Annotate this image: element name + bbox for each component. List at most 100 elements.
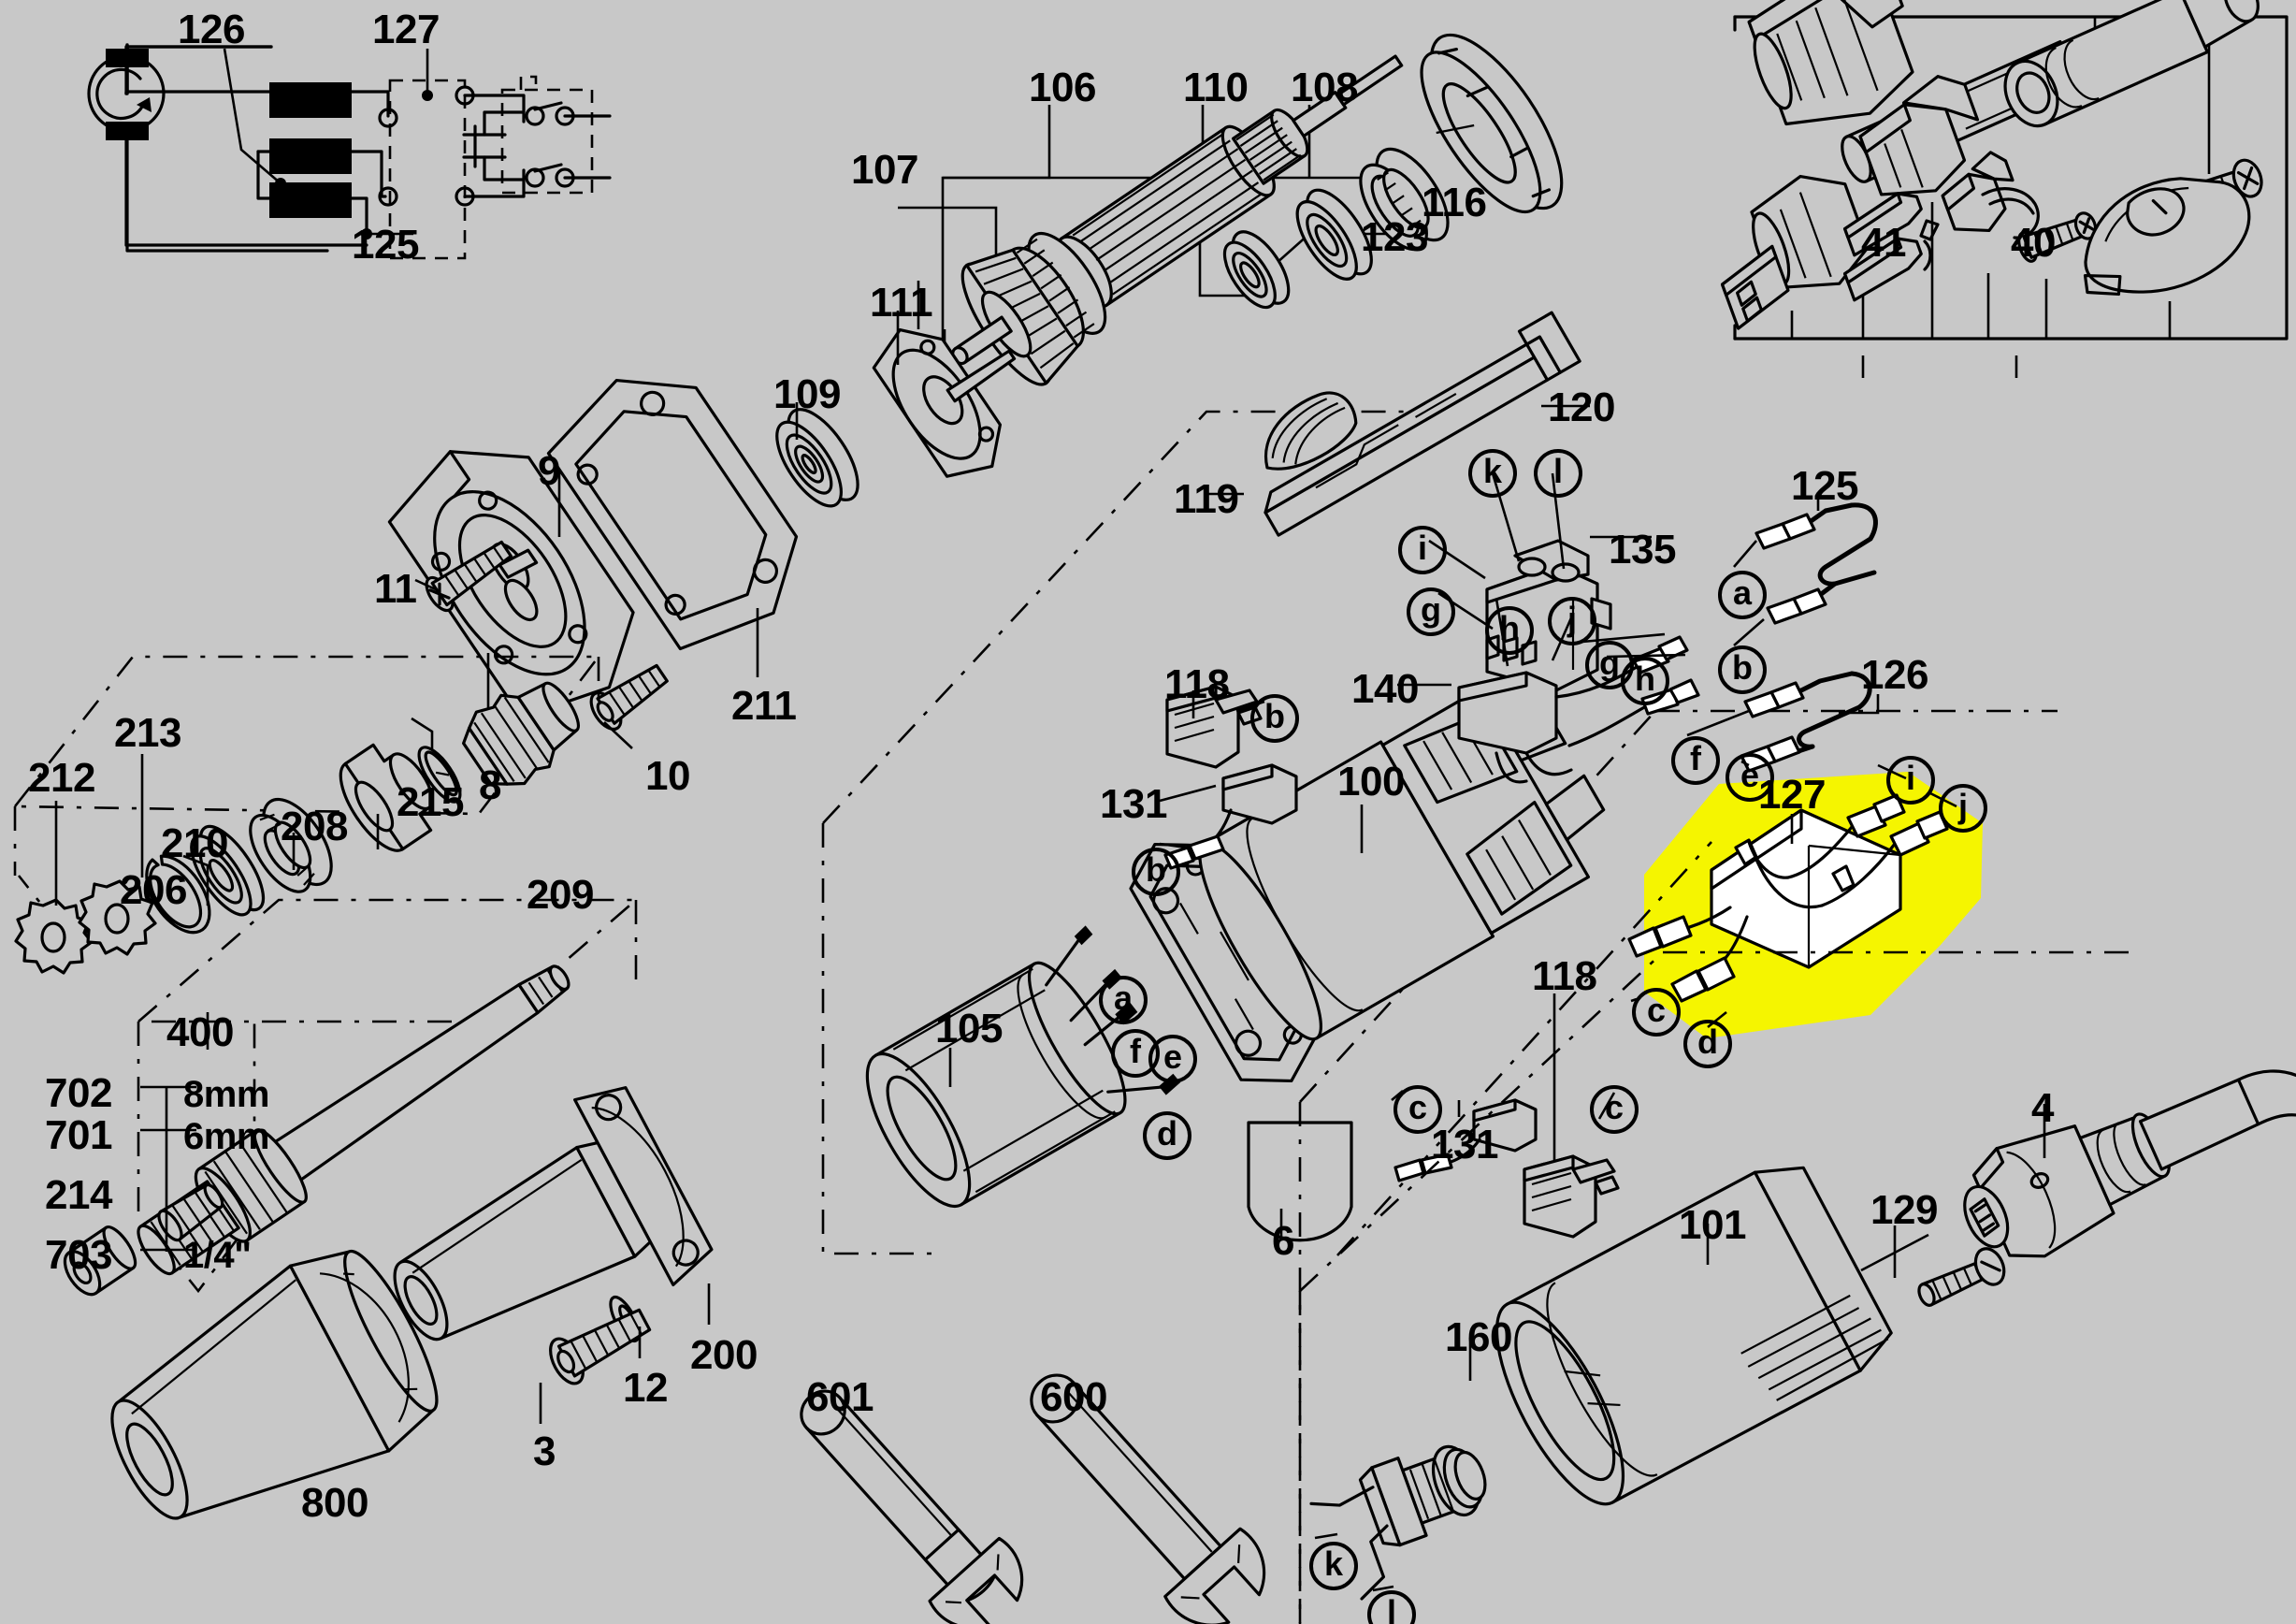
label-208: 208 (281, 804, 348, 849)
label-135: 135 (1609, 527, 1676, 573)
handle-kit-box (1720, 0, 2289, 378)
label-129: 129 (1870, 1187, 1938, 1233)
callout-j-switch: j (1548, 597, 1596, 645)
label-41: 41 (1861, 220, 1906, 266)
label-6: 6 (1272, 1218, 1294, 1264)
callout-h-switch: h (1485, 606, 1534, 655)
collar-200-group (393, 1086, 714, 1424)
callout-c-127: c (1632, 988, 1681, 1037)
label-110: 110 (1183, 65, 1249, 110)
label-125-wire: 125 (1791, 463, 1858, 509)
label-3: 3 (533, 1428, 556, 1474)
callout-j-127: j (1939, 784, 1987, 833)
label-800: 800 (301, 1480, 368, 1526)
label-6mm: 6mm (183, 1116, 269, 1157)
label-8mm: 8mm (183, 1074, 269, 1115)
callout-b-118-top: b (1250, 694, 1299, 743)
callout-l-160: l (1367, 1590, 1416, 1624)
label-200: 200 (690, 1332, 758, 1378)
label-131-top: 131 (1100, 781, 1167, 827)
label-119: 119 (1174, 476, 1239, 522)
label-10: 10 (645, 753, 690, 799)
label-123: 123 (1361, 214, 1428, 260)
label-127-schematic: 127 (372, 7, 440, 52)
part-127-assembly (1627, 763, 1957, 1029)
label-209: 209 (527, 872, 594, 918)
label-206: 206 (120, 867, 187, 913)
label-109: 109 (773, 371, 841, 417)
field-stator-105 (865, 925, 1181, 1209)
label-11: 11 (374, 566, 417, 612)
label-213: 213 (114, 710, 181, 756)
label-212: 212 (28, 755, 95, 801)
label-118-top: 118 (1164, 661, 1230, 707)
label-400: 400 (166, 1009, 234, 1055)
callout-l-switch: l (1534, 449, 1582, 498)
label-quarter-inch: 1/4" (183, 1235, 252, 1276)
label-160: 160 (1445, 1314, 1512, 1360)
rear-housing-group (1298, 950, 2132, 1624)
label-214: 214 (45, 1172, 112, 1218)
armature-assembly (898, 33, 1564, 386)
callout-k-switch: k (1468, 449, 1517, 498)
label-105: 105 (935, 1006, 1003, 1051)
label-9: 9 (538, 448, 560, 494)
connector-131-top (1159, 763, 1298, 870)
callout-g-switch: g (1407, 587, 1455, 636)
label-140: 140 (1351, 666, 1419, 712)
callout-b-126: b (1718, 645, 1767, 694)
callout-e-105: e (1148, 1035, 1197, 1083)
callout-c-118-bottom: c (1590, 1085, 1639, 1134)
callout-i-switch: i (1398, 526, 1447, 574)
label-118-bottom: 118 (1532, 953, 1597, 999)
gear-housing-group (387, 311, 1017, 775)
switch-assembly (1205, 311, 1652, 692)
label-4: 4 (2031, 1085, 2054, 1131)
wire-jumper-125 (1733, 492, 1878, 646)
label-12: 12 (623, 1365, 668, 1411)
wrench-601 (800, 1389, 1024, 1624)
label-126-schematic: 126 (178, 7, 245, 52)
label-211: 211 (731, 683, 797, 729)
label-100: 100 (1337, 759, 1405, 805)
label-40: 40 (2011, 220, 2056, 266)
label-125-schematic: 125 (352, 222, 419, 268)
label-600: 600 (1040, 1374, 1107, 1420)
power-cord-4 (1860, 1069, 2296, 1307)
label-702: 702 (45, 1070, 112, 1116)
wrench-600 (1030, 1373, 1266, 1624)
label-601: 601 (806, 1374, 874, 1420)
collet-spindle-group (63, 898, 640, 1297)
callout-i-127: i (1886, 756, 1935, 805)
nose-cone-800 (110, 1249, 439, 1520)
spindle-bearing-group (12, 655, 601, 975)
terminal-118-bottom (1523, 993, 1620, 1239)
label-210: 210 (161, 820, 228, 866)
label-108: 108 (1291, 65, 1358, 110)
label-107: 107 (851, 147, 918, 193)
label-101: 101 (1679, 1202, 1746, 1248)
callout-d-127: d (1683, 1020, 1732, 1068)
label-116: 116 (1422, 180, 1487, 225)
label-111: 111 (870, 280, 933, 326)
label-106: 106 (1029, 65, 1096, 110)
label-8: 8 (479, 762, 501, 808)
callout-a-105: a (1099, 976, 1148, 1024)
wiring-schematic (87, 43, 612, 260)
label-131-bottom: 131 (1431, 1122, 1498, 1167)
callout-e-126: e (1726, 753, 1774, 802)
callout-a-125: a (1718, 571, 1767, 619)
label-703: 703 (45, 1232, 112, 1278)
center-dashed-enclosure (821, 410, 1712, 1256)
callout-h-capacitor: h (1621, 657, 1669, 705)
label-215: 215 (397, 779, 464, 825)
callout-b-131-top: b (1132, 848, 1180, 896)
label-701: 701 (45, 1112, 112, 1158)
callout-k-160: k (1309, 1542, 1358, 1590)
label-120: 120 (1548, 384, 1615, 430)
label-126-wire: 126 (1861, 652, 1928, 698)
callout-f-126: f (1671, 736, 1720, 785)
callout-d-105: d (1143, 1111, 1191, 1160)
